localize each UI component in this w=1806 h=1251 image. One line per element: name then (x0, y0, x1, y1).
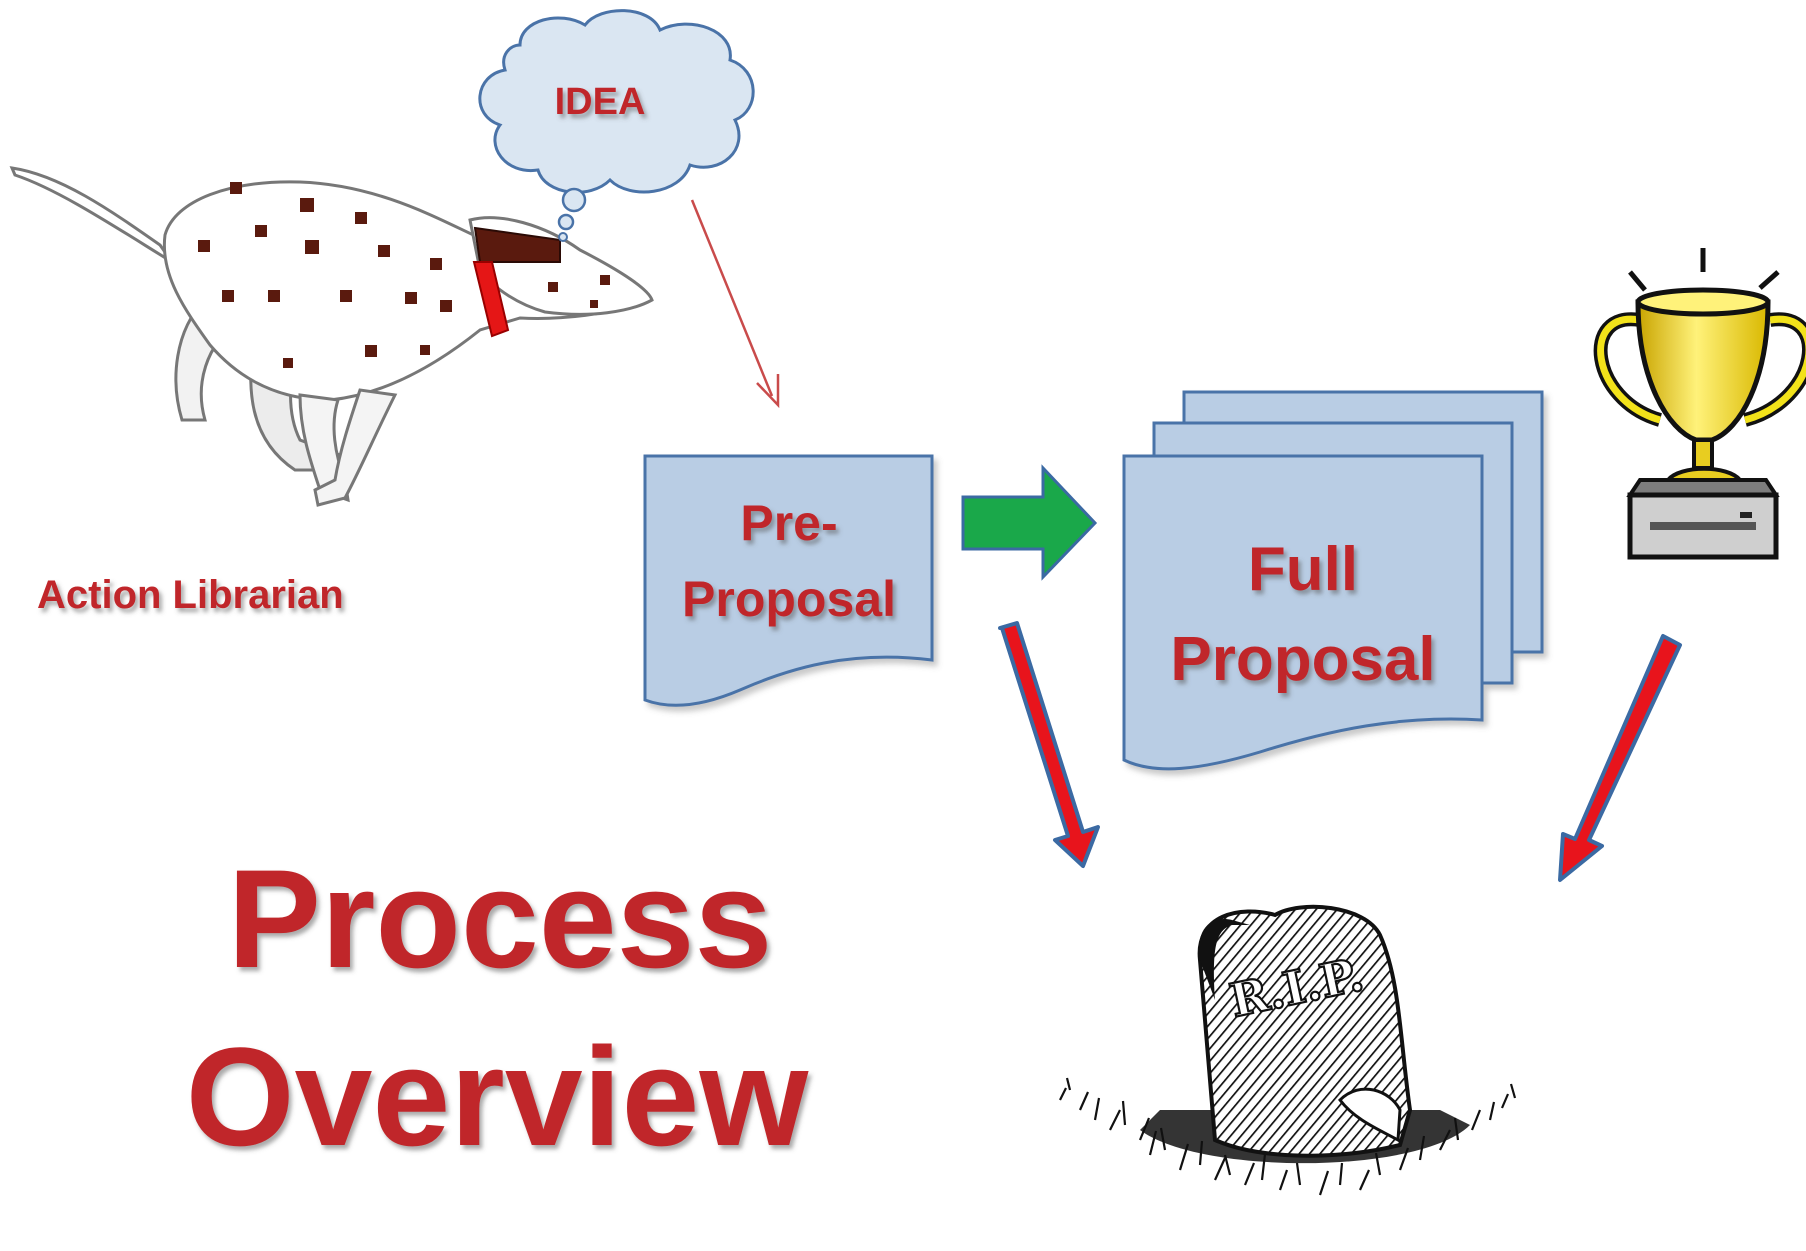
green-arrow (961, 464, 1098, 581)
dalmatian-dog (9, 166, 654, 507)
pre-proposal-document (643, 454, 934, 707)
idea-to-preproposal-arrow (690, 199, 780, 409)
idea-label: IDEA (555, 81, 646, 123)
headline-line1: Process (228, 840, 773, 997)
full-proposal-line1: Full (1248, 535, 1358, 604)
red-arrow-preproposal-to-tombstone (998, 621, 1100, 868)
red-arrow-trophy-to-tombstone (1558, 634, 1682, 882)
pre-proposal-line2: Proposal (682, 571, 896, 627)
action-librarian-caption: Action Librarian (37, 573, 344, 617)
headline-line2: Overview (186, 1018, 810, 1175)
full-proposal-stack (1122, 390, 1544, 771)
pre-proposal-line1: Pre- (740, 495, 837, 551)
full-proposal-line2: Proposal (1170, 625, 1435, 694)
trophy-icon (1593, 248, 1806, 560)
thought-cloud (478, 9, 755, 242)
tombstone-icon (1059, 904, 1517, 1196)
